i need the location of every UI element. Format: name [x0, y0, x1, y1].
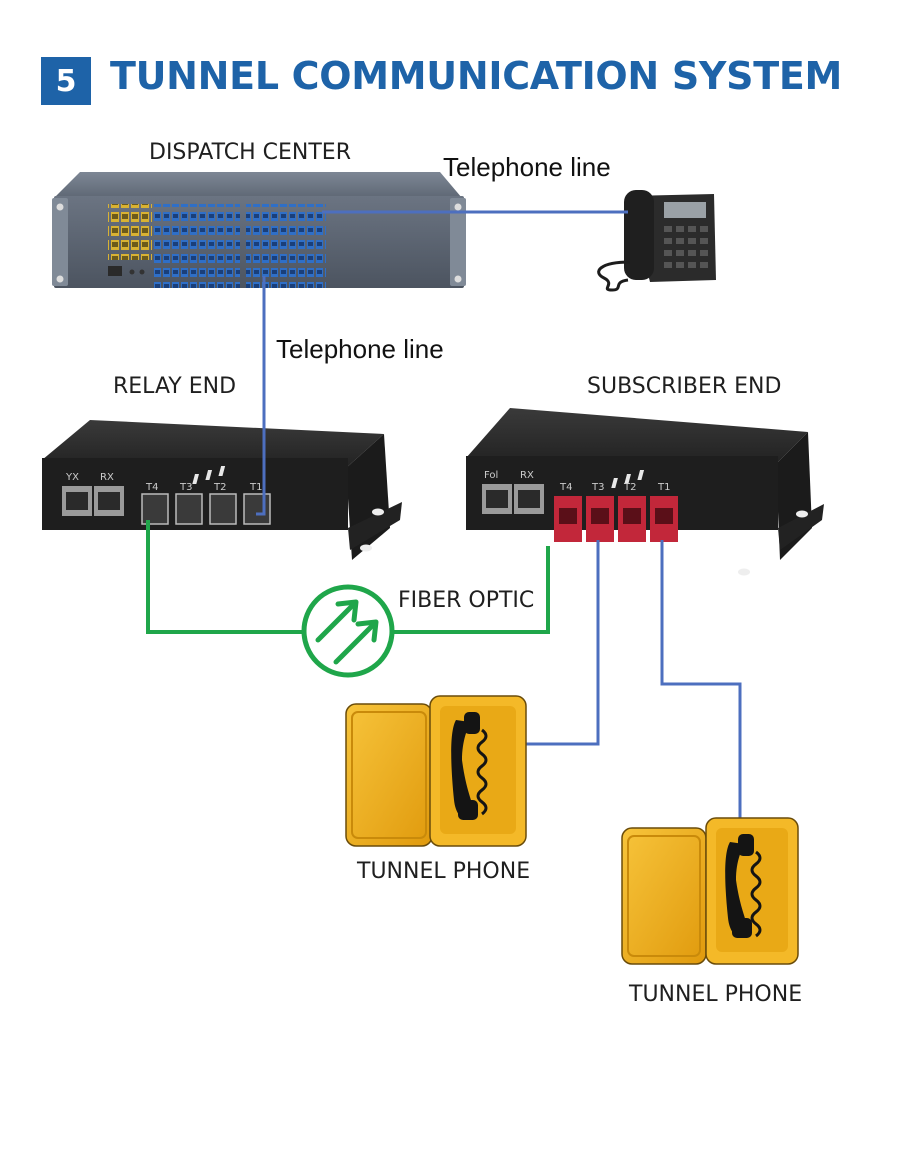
relay-port-label-t4: T4: [145, 482, 158, 493]
telephone-line-to-relay: [256, 276, 266, 516]
relay-port-label-t1: T1: [249, 482, 262, 493]
subscriber-port-label-t2: T2: [623, 482, 636, 493]
section-number-badge: 5: [41, 57, 91, 105]
relay-end-label: RELAY END: [113, 374, 237, 399]
desk-telephone: [597, 190, 716, 292]
tunnel-phone-1-label: TUNNEL PHONE: [357, 859, 531, 884]
subscriber-port-label-1: Fol: [484, 470, 498, 481]
subscriber-end-label: SUBSCRIBER END: [587, 374, 782, 399]
page-title: TUNNEL COMMUNICATION SYSTEM: [110, 54, 842, 98]
relay-port-label-t3: T3: [179, 482, 192, 493]
telephone-line-label-middle: Telephone line: [276, 334, 444, 364]
dispatch-center-label: DISPATCH CENTER: [149, 140, 351, 165]
tunnel-phone-2-label: TUNNEL PHONE: [629, 982, 803, 1007]
dispatch-center-rack: [52, 172, 466, 288]
tunnel-phone-2: [621, 817, 799, 965]
tunnel-phone-1: [345, 695, 527, 847]
relay-port-label-t2: T2: [213, 482, 226, 493]
subscriber-port-label-t3: T3: [591, 482, 604, 493]
subscriber-port-label-t4: T4: [559, 482, 572, 493]
fiber-optic-label: FIBER OPTIC: [398, 588, 535, 613]
relay-end-device: YX RX T4 T3 T2 T1: [42, 420, 402, 560]
subscriber-port-label-t1: T1: [657, 482, 670, 493]
subscriber-port-label-2: RX: [520, 470, 534, 481]
telephone-line-to-tunnel-phone-2: [660, 540, 742, 820]
relay-port-label-2: RX: [100, 472, 114, 483]
fiber-optic-icon: [301, 584, 395, 678]
telephone-line-to-tunnel-phone-1: [526, 540, 600, 746]
telephone-line-label-top: Telephone line: [443, 152, 611, 182]
relay-port-label-1: YX: [65, 472, 79, 483]
subscriber-end-device: Fol RX T4 T3 T2 T1: [466, 408, 824, 576]
